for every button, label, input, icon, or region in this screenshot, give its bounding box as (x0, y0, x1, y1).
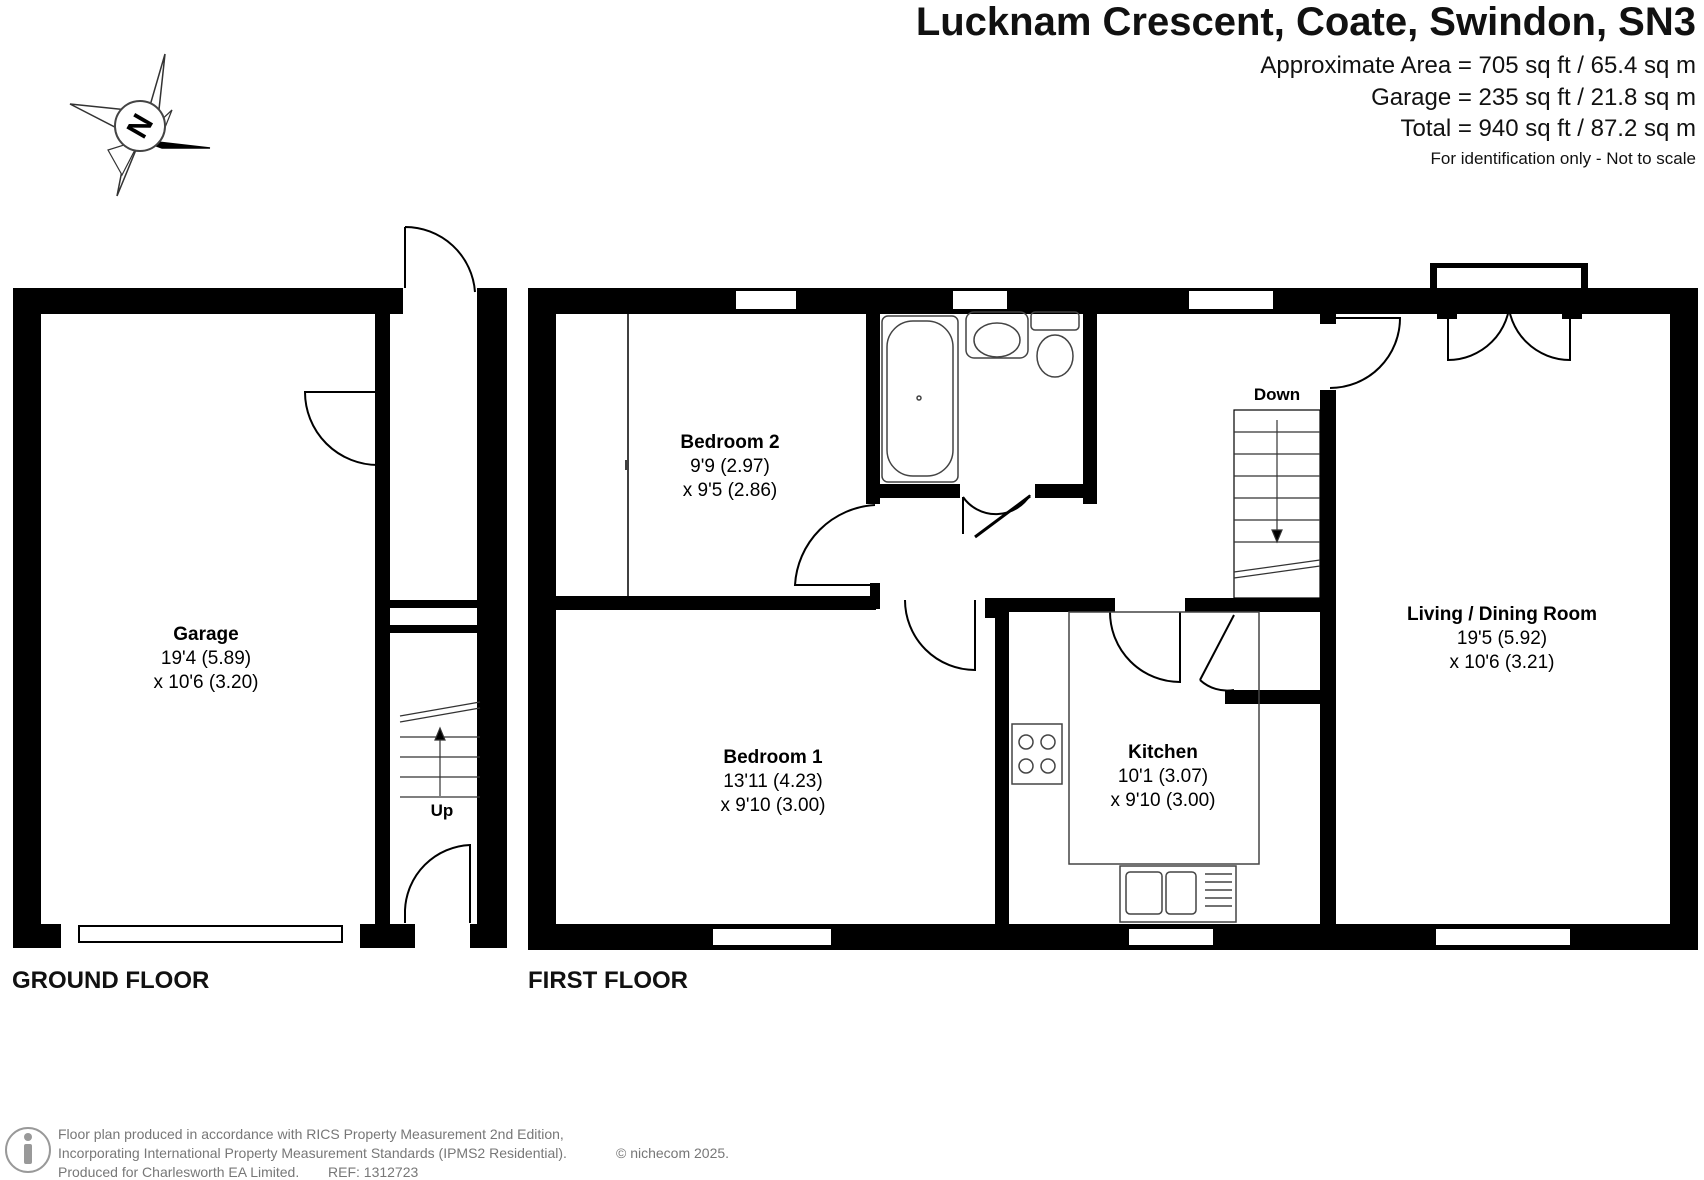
living-name: Living / Dining Room (1407, 604, 1597, 625)
info-person-icon (5, 1127, 51, 1173)
living-room-door (1329, 317, 1402, 389)
living-dim2: x 10'6 (3.21) (1449, 652, 1554, 673)
ground-floor-label: GROUND FLOOR (12, 967, 210, 994)
garage-dim2: x 10'6 (3.20) (153, 672, 258, 693)
kitchen-name: Kitchen (1128, 742, 1198, 763)
footer-line2: Incorporating International Property Mea… (58, 1145, 567, 1161)
footer-ref: REF: 1312723 (328, 1164, 419, 1180)
stairs-down-label: Down (1254, 385, 1300, 404)
footer-copyright: © nichecom 2025. (616, 1145, 730, 1161)
room-labels: Garage 19'4 (5.89) x 10'6 (3.20) Bedroom… (153, 385, 1597, 820)
kitchen-dim1: 10'1 (3.07) (1118, 766, 1208, 787)
bedroom2-dim1: 9'9 (2.97) (690, 456, 770, 477)
bedroom2-name: Bedroom 2 (680, 432, 779, 453)
bedroom1-name: Bedroom 1 (723, 747, 823, 768)
total-area: Total = 940 sq ft / 87.2 sq m (1400, 115, 1697, 142)
living-dim1: 19'5 (5.92) (1457, 628, 1547, 649)
ground-floor-stairs (399, 701, 481, 798)
first-floor-label: FIRST FLOOR (528, 967, 688, 994)
bathroom-fixtures (881, 311, 1080, 483)
kitchen-dim2: x 9'10 (3.00) (1110, 790, 1215, 811)
garage-door (78, 925, 343, 943)
garage-dim1: 19'4 (5.89) (161, 648, 251, 669)
cupboard-door (1199, 614, 1235, 692)
bedroom2-wardrobe (625, 314, 629, 596)
hall-entrance-door (404, 225, 476, 293)
bedroom2-door (793, 504, 876, 586)
garage-name: Garage (173, 624, 238, 645)
first-floor-stairs (1233, 409, 1321, 599)
stairs-up-label: Up (431, 801, 454, 820)
footer-line3: Produced for Charlesworth EA Limited. (58, 1164, 300, 1180)
front-door (404, 843, 471, 923)
compass-icon: N (69, 53, 211, 197)
garage-area: Garage = 235 sq ft / 21.8 sq m (1371, 84, 1696, 111)
bedroom1-door (904, 599, 976, 672)
bedroom1-dim1: 13'11 (4.23) (723, 771, 822, 792)
kitchen-fixtures (1011, 611, 1260, 923)
scale-note: For identification only - Not to scale (1430, 149, 1696, 168)
garage-side-door (303, 391, 379, 466)
bathroom-door (962, 494, 1031, 534)
bedroom2-dim2: x 9'5 (2.86) (683, 480, 777, 501)
ground-floor-walls (13, 288, 507, 948)
approximate-area: Approximate Area = 705 sq ft / 65.4 sq m (1260, 52, 1696, 79)
footer-line1: Floor plan produced in accordance with R… (58, 1126, 564, 1142)
property-address: Lucknam Crescent, Coate, Swindon, SN3 (915, 0, 1696, 44)
juliet-balcony (1430, 263, 1588, 362)
first-floor-windows (711, 289, 1572, 947)
kitchen-door (1109, 611, 1181, 684)
bedroom1-dim2: x 9'10 (3.00) (720, 795, 825, 816)
